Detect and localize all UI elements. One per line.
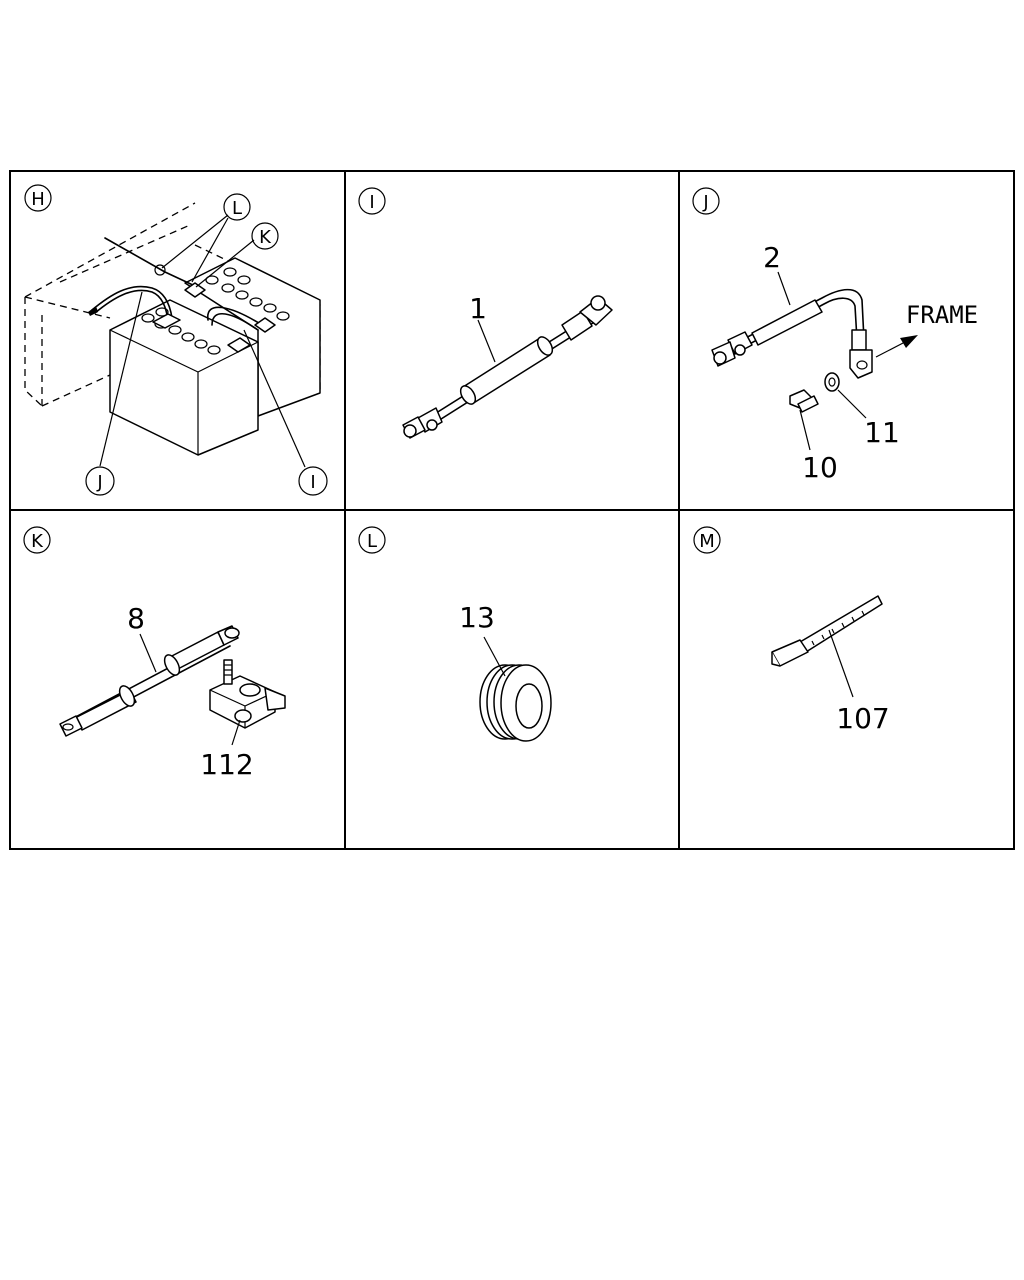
panel-h: H xyxy=(24,184,328,496)
bolt-10 xyxy=(789,389,819,413)
svg-text:J: J xyxy=(96,472,102,493)
part-number-13: 13 xyxy=(459,601,495,634)
panel-j: J FRAME 2 11 xyxy=(692,187,978,484)
svg-text:I: I xyxy=(310,472,315,493)
svg-text:H: H xyxy=(31,189,45,210)
battery-front xyxy=(109,299,259,456)
leader-line-1 xyxy=(477,319,496,363)
svg-text:J: J xyxy=(702,192,708,213)
leader-line-2 xyxy=(777,271,791,306)
panel-letter-l: L xyxy=(358,526,386,554)
part-number-112: 112 xyxy=(200,748,253,781)
panel-letter-m: M xyxy=(693,526,721,554)
washer-11 xyxy=(824,372,840,392)
part-number-8: 8 xyxy=(127,602,145,635)
terminal-clamp-112 xyxy=(209,659,286,729)
panel-l: L 13 xyxy=(358,526,552,742)
part-number-107: 107 xyxy=(836,702,889,735)
panel-letter-k: K xyxy=(23,526,51,554)
callout-k: K xyxy=(251,222,279,250)
leader-line-13 xyxy=(483,636,506,677)
part-number-10: 10 xyxy=(802,451,838,484)
panel-i: I 1 xyxy=(358,187,613,439)
panel-k: K 8 112 xyxy=(23,526,286,781)
svg-text:I: I xyxy=(369,192,374,213)
panel-m: M 107 xyxy=(693,526,890,735)
part-number-2: 2 xyxy=(763,241,781,274)
panel-grid xyxy=(9,170,1015,850)
svg-text:K: K xyxy=(31,531,44,552)
callout-i: I xyxy=(298,466,328,496)
leader-line-8 xyxy=(139,633,157,673)
leader-line-11 xyxy=(837,389,867,419)
panel-letter-i: I xyxy=(358,187,386,215)
frame-direction-label: FRAME xyxy=(906,301,978,329)
battery-cable-1 xyxy=(402,295,613,439)
svg-text:L: L xyxy=(232,198,242,219)
leader-line-107 xyxy=(828,629,854,698)
grommet-13 xyxy=(479,664,552,742)
leader-lines-h xyxy=(99,214,306,468)
leader-line-10 xyxy=(799,409,811,451)
part-number-11: 11 xyxy=(864,416,900,449)
leader-line-112 xyxy=(231,719,241,746)
ground-cable-2 xyxy=(711,288,873,379)
callout-l: L xyxy=(223,193,251,221)
panel-letter-j: J xyxy=(692,187,720,215)
battery-cables xyxy=(88,237,276,353)
panel-letter-h: H xyxy=(24,184,52,212)
callout-j: J xyxy=(85,466,115,496)
part-number-1: 1 xyxy=(469,292,487,325)
cable-tie-107 xyxy=(771,595,883,667)
frame-arrow xyxy=(875,335,918,358)
battery-cable-8 xyxy=(59,625,240,737)
svg-text:K: K xyxy=(259,227,272,248)
svg-text:M: M xyxy=(699,531,715,552)
svg-text:L: L xyxy=(367,531,377,552)
